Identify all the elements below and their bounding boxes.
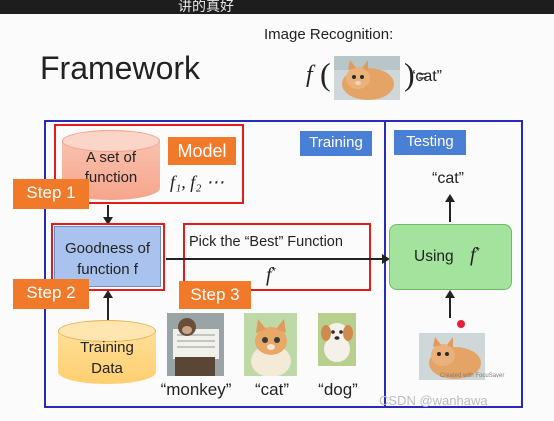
testing-tag: Testing bbox=[394, 130, 466, 155]
using-label: Using bbox=[414, 248, 454, 265]
star: * bbox=[271, 265, 276, 278]
training-f-star: f* bbox=[266, 264, 276, 287]
training-data-cylinder bbox=[58, 320, 156, 384]
cursor-pointer-dot bbox=[457, 320, 465, 328]
image-recognition-label: Image Recognition: bbox=[264, 26, 394, 43]
testing-f-star: f* bbox=[470, 244, 480, 267]
step2-tag: Step 2 bbox=[13, 279, 89, 309]
goodness-label: Goodness of function f bbox=[64, 240, 151, 278]
caption-dog: “dog” bbox=[318, 380, 358, 399]
step1-tag: Step 1 bbox=[13, 179, 89, 209]
arrow-head bbox=[445, 194, 455, 202]
arrow-head bbox=[103, 217, 113, 225]
monkey-image bbox=[167, 313, 224, 376]
video-subtitle: 讲的真好 bbox=[178, 0, 234, 15]
arrow-data-to-goodness bbox=[107, 296, 109, 322]
model-box bbox=[54, 124, 244, 204]
test-cat-image bbox=[419, 333, 485, 380]
arrow-using-to-output bbox=[449, 200, 451, 222]
video-subtitle-bar bbox=[0, 0, 554, 14]
formula-equals: = bbox=[418, 68, 428, 85]
set-of-function-label: A set of function bbox=[84, 149, 138, 186]
cylinder-top bbox=[62, 130, 160, 152]
caption-monkey: “monkey” bbox=[160, 380, 232, 399]
arrow-head bbox=[445, 290, 455, 298]
formula-result: “cat” bbox=[410, 68, 442, 85]
star: * bbox=[475, 245, 480, 258]
watermark-small: Created with FocuSaver bbox=[440, 373, 505, 379]
cylinder-top bbox=[58, 320, 156, 342]
formula-close-paren: ) bbox=[404, 56, 415, 92]
arrow-head bbox=[382, 254, 390, 264]
function-list: f₁, f₂ ⋯ bbox=[170, 172, 225, 192]
goodness-fill bbox=[54, 226, 161, 287]
csdn-watermark: CSDN @wanhawa bbox=[379, 393, 488, 408]
arrow-model-to-goodness bbox=[107, 205, 109, 219]
pick-best-box bbox=[183, 223, 371, 291]
arrow-head bbox=[103, 290, 113, 298]
formula-f: f bbox=[306, 62, 313, 88]
training-data-label: Training Data bbox=[80, 339, 134, 377]
f-letter: f bbox=[470, 244, 476, 266]
model-tag: Model bbox=[168, 137, 236, 165]
caption-cat: “cat” bbox=[255, 380, 289, 399]
pick-best-label: Pick the “Best” Function bbox=[189, 234, 343, 250]
f-letter: f bbox=[266, 264, 272, 286]
training-tag: Training bbox=[300, 131, 372, 156]
cat-image bbox=[244, 313, 297, 376]
arrow-image-to-using bbox=[449, 296, 451, 318]
slide-title: Framework bbox=[40, 50, 201, 86]
formula-open-paren: ( bbox=[320, 56, 331, 92]
testing-output: “cat” bbox=[432, 170, 464, 187]
arrow-to-using bbox=[166, 258, 384, 260]
using-box bbox=[389, 224, 512, 290]
formula-cat-image bbox=[334, 56, 400, 100]
dog-image bbox=[318, 313, 356, 366]
testing-frame bbox=[384, 120, 523, 408]
step3-tag: Step 3 bbox=[179, 281, 251, 309]
